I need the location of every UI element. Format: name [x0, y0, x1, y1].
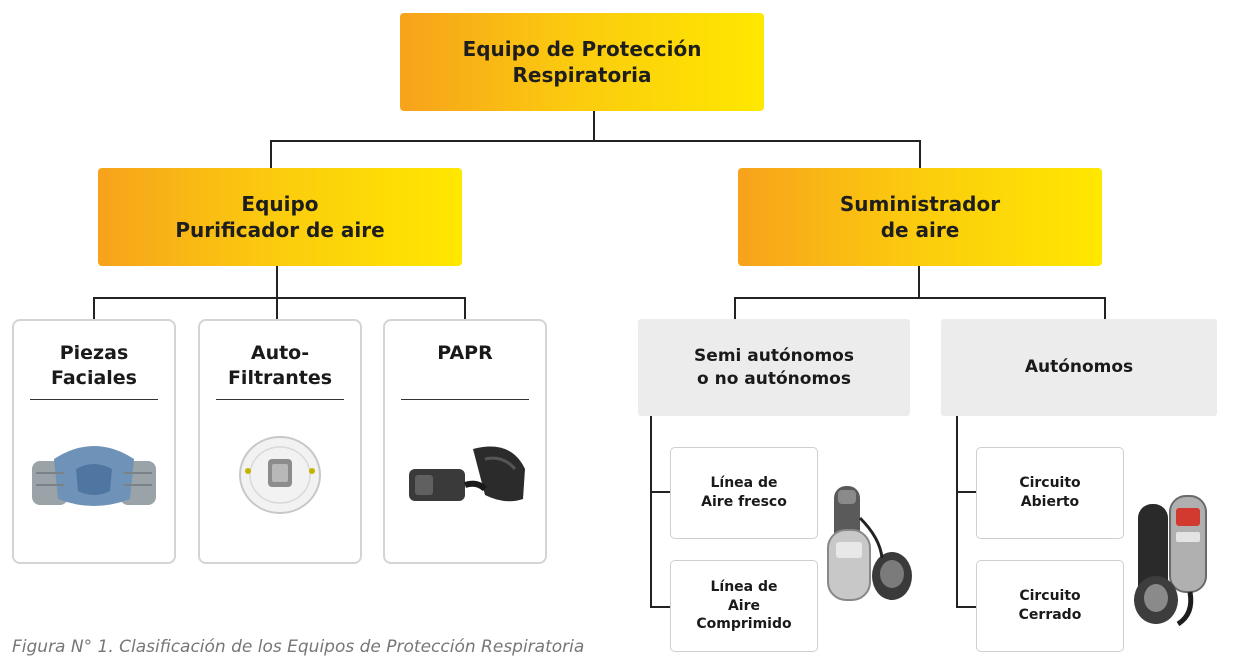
supplier-title-line1: Suministrador: [839, 191, 1001, 216]
connector: [956, 416, 958, 607]
card-divider: [401, 399, 529, 400]
card-title-line1: PAPR: [437, 342, 493, 364]
airline-respirator-icon: [820, 478, 920, 622]
connector: [93, 297, 466, 299]
node-title-line2: o no autónomos: [697, 368, 851, 389]
node-title-line1: Semi autónomos: [694, 345, 854, 366]
scba-unit-icon: [1120, 488, 1224, 642]
disposable-mask-icon: [200, 429, 360, 521]
supplier-title-line2: de aire: [880, 218, 960, 242]
purifier-title-line2: Purificador de aire: [175, 218, 385, 242]
root-title-line2: Respiratoria: [512, 63, 652, 87]
connector: [93, 297, 95, 321]
card-title-line1: Piezas: [59, 342, 129, 364]
purifier-title-line1: Equipo: [241, 191, 319, 216]
connector: [956, 491, 976, 493]
connector: [593, 111, 595, 141]
item-line3: Comprimido: [696, 616, 792, 633]
connector: [276, 297, 278, 321]
connector: [919, 140, 921, 170]
item-line2: Abierto: [1020, 494, 1080, 510]
connector: [956, 606, 976, 608]
card-auto-filtrantes: Auto-Filtrantes: [198, 319, 362, 564]
connector: [650, 491, 670, 493]
connector: [734, 297, 736, 319]
connector: [650, 416, 652, 607]
connector: [464, 297, 466, 321]
connector: [1104, 297, 1106, 319]
figure-caption: Figura N° 1. Clasificación de los Equipo…: [12, 637, 585, 657]
node-title-line1: Autónomos: [1024, 357, 1134, 378]
linea-aire-fresco-box: Línea de Aire fresco: [670, 447, 818, 539]
item-line1: Circuito: [1019, 588, 1081, 605]
card-title-line2: Faciales: [51, 366, 137, 389]
item-line1: Línea de: [710, 578, 778, 595]
connector: [734, 297, 1106, 299]
autonomos-node: Autónomos: [941, 319, 1217, 416]
connector: [918, 266, 920, 298]
connector: [650, 606, 670, 608]
item-line2: Aire: [727, 597, 761, 614]
card-title-line1: Auto-: [250, 342, 310, 364]
item-line1: Línea de: [710, 475, 778, 492]
half-face-respirator-icon: [14, 429, 174, 521]
item-line2: Cerrado: [1018, 607, 1082, 623]
item-line2: Aire fresco: [701, 494, 787, 510]
item-line1: Circuito: [1019, 475, 1081, 492]
card-divider: [30, 399, 158, 400]
root-title-line1: Equipo de Protección: [462, 36, 702, 61]
connector: [270, 140, 920, 142]
connector: [276, 266, 278, 298]
card-papr: PAPR: [383, 319, 547, 564]
card-divider: [216, 399, 344, 400]
card-title-line2: Filtrantes: [227, 366, 333, 389]
connector: [270, 140, 272, 170]
papr-unit-icon: [385, 429, 545, 521]
